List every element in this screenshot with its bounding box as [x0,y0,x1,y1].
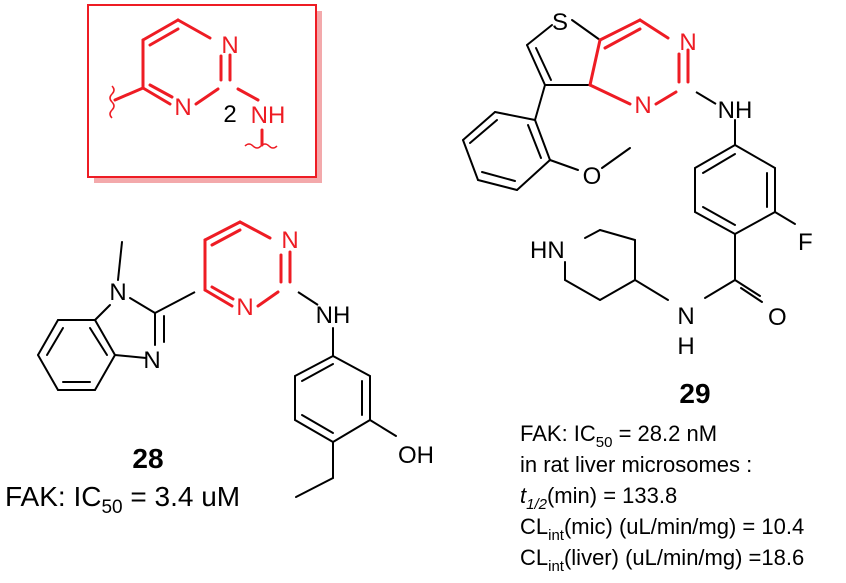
compound-29-phenyl-bonds [694,119,796,303]
compound-29-atom-f: F [798,229,813,256]
motif-box [87,4,317,178]
compound-29-pyrimidine-bonds [588,18,690,106]
compound-29-atom-n-amide: N [677,303,694,330]
compound-29-clint-liver: CLint(liver) (uL/min/mg) =18.6 [520,545,804,575]
motif-atom-n-left: N [174,94,191,121]
compound-28-linker-bond [154,291,196,314]
compound-29-atom-o-methoxy: O [583,163,602,190]
compound-28-phenyl-bonds [294,327,397,498]
motif-atom-n-top: N [221,32,238,59]
compound-28-nh-bond [297,291,319,306]
motif-bonds [113,18,264,147]
compound-29-half-life: t1/2(min) = 133.8 [520,483,677,513]
compound-29-atom-s: S [552,9,568,36]
compound-29-label: 29 [679,378,710,409]
compound-28-label: 28 [132,443,163,474]
compound-29-atom-nh: NH [718,97,753,124]
compound-28-atom-nh: NH [316,302,351,329]
compound-28: N N N N NH OH 28 FAK: IC50 = 3.4 uM [5,220,434,518]
compound-28-atom-n-pyrimidine-top: N [281,227,298,254]
compound-29-piperidine-bonds [564,229,669,301]
compound-28-atom-n-methyl: N [109,279,126,306]
compound-29-atom-h-amide: H [677,333,694,360]
motif-wavy-attachments [109,85,278,149]
compound-28-benzimidazole-bonds [37,241,165,391]
compound-29-fak-ic50: FAK: IC50 = 28.2 nM [520,421,717,451]
compound-29-clint-mic: CLint(mic) (uL/min/mg) = 10.4 [520,514,804,544]
compound-28-atom-n-pyrimidine-bottom: N [236,294,253,321]
motif-atom-nh: NH [251,102,286,129]
compound-29-atom-n-top: N [679,29,696,56]
compound-29: S N N NH O F HN N H O 29 FAK: IC50 = 28.… [462,9,813,575]
compound-29-atom-n-bottom: N [634,92,651,119]
compound-28-atom-oh: OH [398,442,434,469]
compound-29-microsomes-heading: in rat liver microsomes : [520,452,752,477]
motif-position-number: 2 [223,101,236,128]
pyrimidine-motif: N N 2 NH [87,4,322,183]
compound-29-atom-hn: HN [530,237,565,264]
compound-28-fak-ic50: FAK: IC50 = 3.4 uM [5,481,240,518]
compound-28-pyrimidine-bonds [203,220,292,308]
compound-28-atom-n-imine: N [143,347,160,374]
compound-29-nh-bond [695,91,717,105]
compound-29-methoxyphenyl-bonds [462,84,631,191]
compound-29-atom-o-carbonyl: O [768,304,787,331]
